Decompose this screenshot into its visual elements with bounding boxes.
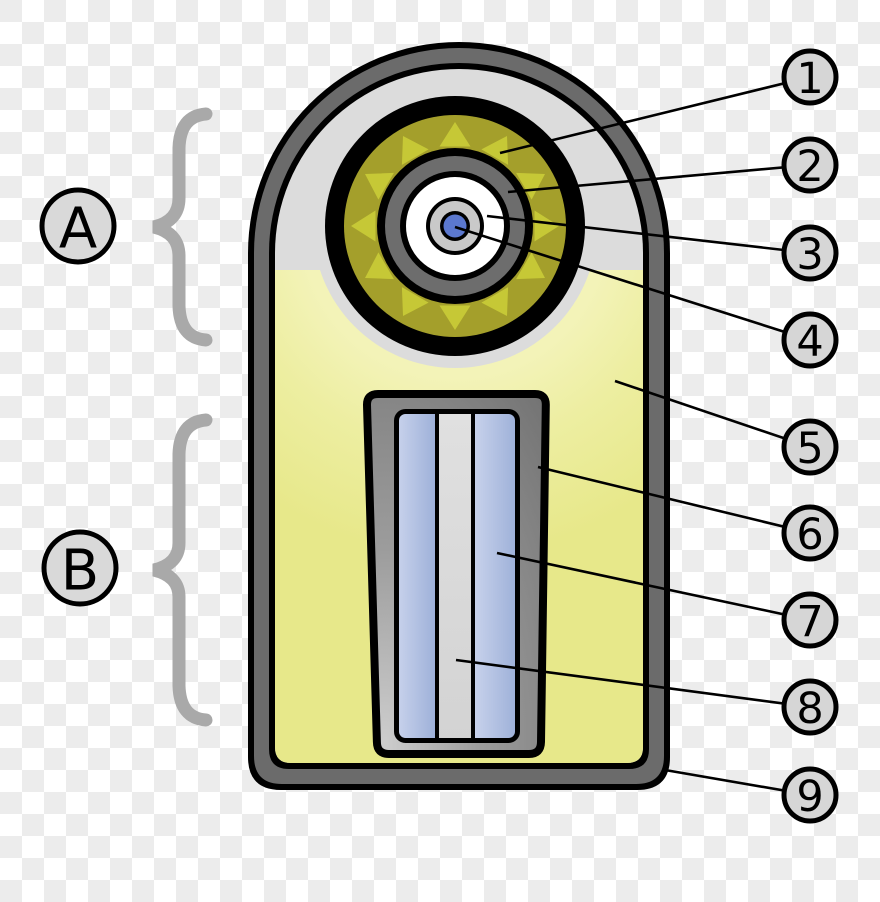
callout-8-number: 8 [796, 684, 823, 734]
callout-line-6 [537, 465, 811, 535]
callout-line-5 [614, 379, 811, 449]
callout-7: 7 [781, 591, 839, 649]
callout-6-number: 6 [796, 510, 823, 560]
callout-line-1 [499, 75, 811, 155]
callout-2: 2 [781, 136, 839, 194]
fuel-column-left [396, 411, 437, 741]
stage-label-a-text: A [59, 197, 97, 262]
callout-6-circle [781, 504, 839, 562]
callout-line-2 [507, 163, 811, 194]
primary-stage [325, 96, 585, 356]
callout-3-circle [781, 224, 839, 282]
callout-2-number: 2 [796, 142, 823, 192]
secondary-columns [396, 411, 518, 741]
callout-9: 9 [781, 766, 839, 824]
callout-line-3 [486, 214, 811, 255]
brace-b [152, 413, 213, 727]
secondary-columns-border [394, 409, 520, 743]
callout-1-number: 1 [796, 54, 823, 104]
callout-5-circle [781, 418, 839, 476]
spark-plug-column [437, 411, 473, 741]
callout-2-circle [781, 136, 839, 194]
stage-label-b: B [41, 529, 119, 607]
callout-1: 1 [781, 48, 839, 106]
callout-8: 8 [781, 678, 839, 736]
callout-line-4 [454, 225, 811, 342]
callout-3: 3 [781, 224, 839, 282]
callout-9-number: 9 [796, 772, 823, 822]
stage-label-b-text: B [61, 539, 99, 604]
callout-5: 5 [781, 418, 839, 476]
callout-9-circle [781, 766, 839, 824]
stage-label-a: A [39, 187, 117, 265]
fuel-column-right [473, 411, 518, 741]
callout-7-circle [781, 591, 839, 649]
callout-4: 4 [781, 311, 839, 369]
secondary-stage [363, 390, 550, 758]
callout-lines [454, 75, 811, 797]
brace-a [152, 107, 213, 347]
callout-4-number: 4 [796, 317, 823, 367]
callout-5-number: 5 [796, 424, 823, 474]
callout-7-number: 7 [796, 597, 823, 647]
callout-6: 6 [781, 504, 839, 562]
callout-1-circle [781, 48, 839, 106]
callout-line-8 [455, 658, 811, 709]
callout-4-circle [781, 311, 839, 369]
stage-label-a-circle [39, 187, 117, 265]
callout-8-circle [781, 678, 839, 736]
callout-line-7 [496, 551, 811, 622]
stage-label-b-circle [41, 529, 119, 607]
core-initiator [443, 214, 467, 238]
callout-3-number: 3 [796, 230, 823, 280]
